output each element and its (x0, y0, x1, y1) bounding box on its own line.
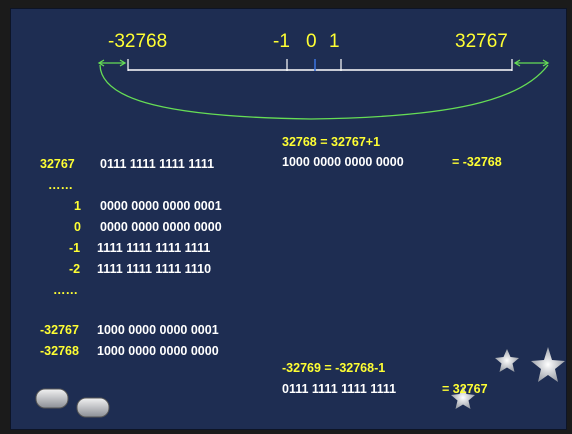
table-binary: 0111 1111 1111 1111 (100, 157, 215, 171)
table-ellipsis: …… (53, 283, 78, 297)
label-plus-one: 1 (329, 31, 340, 52)
underflow-equation: -32769 = -32768-1 (282, 361, 386, 375)
table-decimal: 0 (74, 220, 81, 234)
left-arrow-head-r (119, 59, 127, 67)
left-arrow-head-l (97, 59, 105, 67)
table-binary: 1111 1111 1111 1110 (97, 262, 212, 276)
next-nav-button[interactable] (76, 397, 110, 418)
overflow-binary: 1000 0000 0000 0000 (282, 155, 404, 169)
table-decimal: -2 (69, 262, 81, 276)
prev-nav-button[interactable] (35, 388, 69, 409)
table-binary: 1000 0000 0000 0001 (97, 323, 219, 337)
wraparound-curve (99, 64, 549, 120)
table-binary: 0000 0000 0000 0000 (100, 220, 222, 234)
label-min: -32768 (108, 31, 168, 52)
star-bottom (451, 386, 475, 409)
table-decimal: -1 (69, 241, 81, 255)
table-binary: 1111 1111 1111 1111 (97, 241, 211, 255)
table-binary: 1000 0000 0000 0000 (97, 344, 219, 358)
star-small (495, 349, 519, 372)
slide: -32768 -1 0 1 32767 32768 = 32767+1 1000… (10, 8, 567, 430)
label-minus-one: -1 (273, 31, 290, 52)
star-large (531, 347, 565, 382)
table-ellipsis: …… (48, 178, 73, 192)
table-binary: 0000 0000 0000 0001 (100, 199, 222, 213)
underflow-result: = 32767 (442, 382, 488, 396)
overflow-equation: 32768 = 32767+1 (282, 135, 381, 149)
table-decimal: -32767 (40, 323, 79, 337)
table-decimal: 32767 (40, 157, 75, 171)
underflow-binary: 0111 1111 1111 1111 (282, 382, 397, 396)
label-zero: 0 (306, 31, 317, 52)
label-max: 32767 (455, 31, 508, 52)
number-line-graphic (35, 59, 565, 418)
right-arrow-head-r (542, 59, 550, 67)
table-decimal: 1 (74, 199, 81, 213)
right-arrow-head-l (513, 59, 521, 67)
overflow-result: = -32768 (452, 155, 502, 169)
table-decimal: -32768 (40, 344, 79, 358)
